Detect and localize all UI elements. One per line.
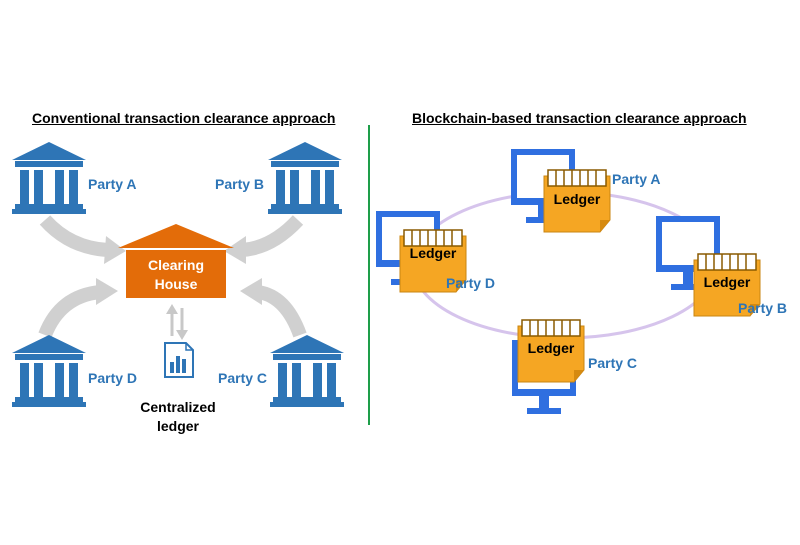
ledger-party-d: Ledger	[399, 229, 467, 293]
arrow-from-party-d	[38, 278, 118, 338]
clearing-house-label-1: Clearing	[148, 257, 204, 273]
bank-icon-party-a	[12, 142, 86, 214]
left-party-c-label: Party C	[218, 370, 268, 386]
ledger-party-b: Ledger	[693, 253, 761, 317]
clearing-house: Clearing House	[118, 224, 234, 298]
right-panel-title: Blockchain-based transaction clearance a…	[412, 110, 747, 126]
bank-icon-party-b	[268, 142, 342, 214]
sync-arrows-icon	[166, 304, 188, 340]
ledger-label: Ledger	[410, 245, 457, 261]
right-party-d-label: Party D	[446, 275, 496, 291]
left-party-a-label: Party A	[88, 176, 137, 192]
left-party-b-label: Party B	[215, 176, 265, 192]
right-party-b-label: Party B	[738, 300, 788, 316]
ledger-label: Ledger	[704, 274, 751, 290]
ledger-label: Ledger	[554, 191, 601, 207]
centralized-ledger-label: Centralized ledger	[128, 398, 228, 436]
ledger-party-a: Ledger	[543, 169, 611, 233]
bank-icon-party-c	[270, 335, 344, 407]
arrow-from-party-c	[240, 278, 307, 338]
right-party-c-label: Party C	[588, 355, 638, 371]
ledger-label: Ledger	[528, 340, 575, 356]
arrow-from-party-a	[39, 215, 126, 264]
left-party-d-label: Party D	[88, 370, 138, 386]
arrow-from-party-b	[224, 215, 304, 264]
left-panel-title: Conventional transaction clearance appro…	[32, 110, 336, 126]
centralized-ledger-line-1: Centralized	[140, 399, 216, 415]
document-chart-icon	[164, 342, 194, 378]
ledger-party-c: Ledger	[517, 319, 585, 383]
centralized-ledger-line-2: ledger	[156, 418, 199, 434]
clearing-house-label-2: House	[155, 276, 198, 292]
right-party-a-label: Party A	[612, 171, 661, 187]
bank-icon-party-d	[12, 335, 86, 407]
